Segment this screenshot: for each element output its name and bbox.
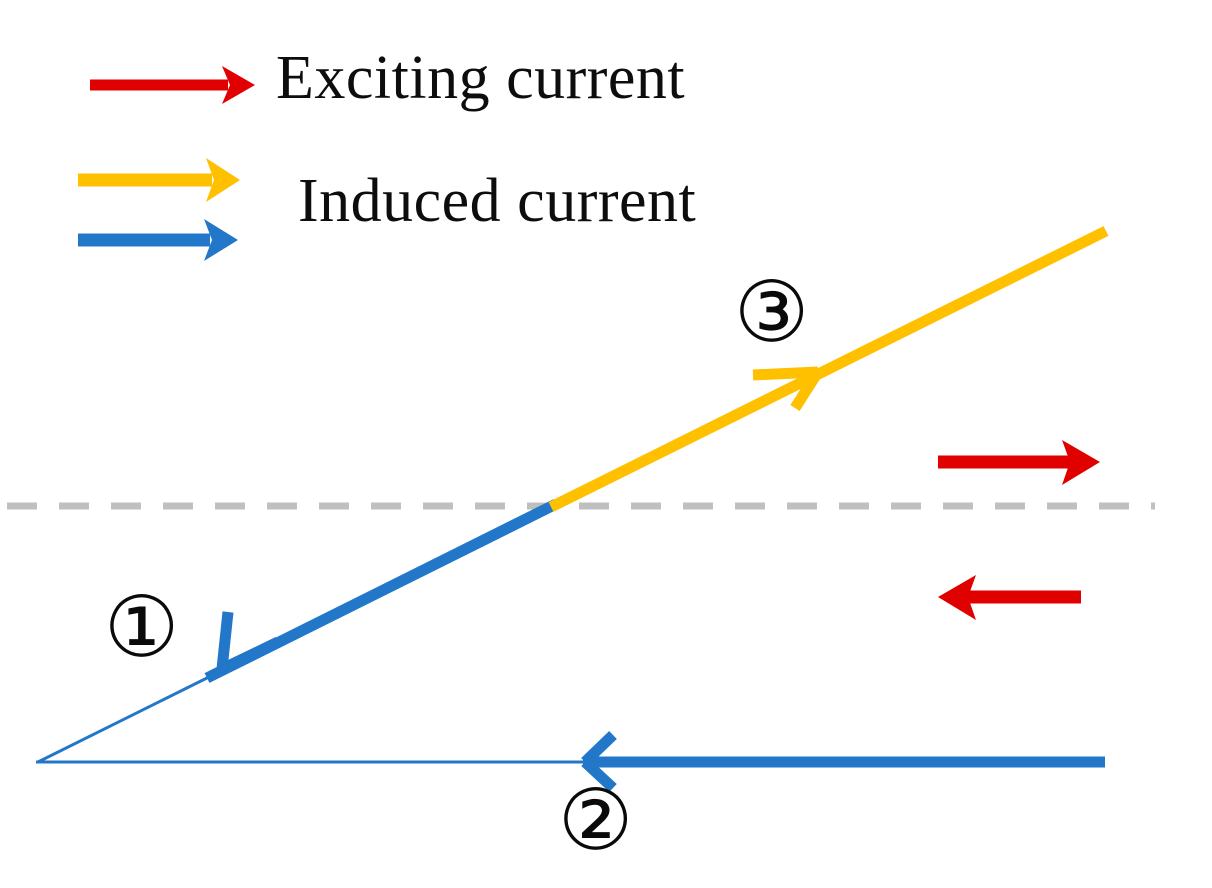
- exciting-arrow-lower-left: [938, 575, 1081, 620]
- legend-arrow-induced-yellow-head: [206, 158, 240, 202]
- circled-number-2: ②: [558, 771, 634, 869]
- horizontal-blue-arrowhead: [581, 731, 617, 793]
- exciting-arrow-upper-right: [938, 440, 1100, 485]
- diagonal-yellow-segment: [548, 226, 1109, 512]
- circled-number-1: ①: [104, 578, 180, 676]
- circled-number-3: ③: [734, 263, 810, 361]
- diagonal-yellow-arrowhead: [752, 366, 823, 411]
- legend-arrow-induced-blue-head: [204, 219, 238, 261]
- legend-arrow-exciting-head: [222, 66, 255, 104]
- exciting-arrow-lower-left-head: [938, 575, 976, 620]
- legend-label-exciting: Exciting current: [276, 44, 686, 112]
- exciting-arrow-upper-right-head: [1062, 440, 1100, 485]
- legend-arrow-induced-yellow: [78, 158, 240, 202]
- legend-arrow-exciting: [90, 66, 255, 104]
- legend-arrow-induced-blue: [78, 219, 238, 261]
- diagonal-thin-blue-tail: [37, 672, 216, 764]
- diagonal-blue-arrowhead: [216, 611, 281, 674]
- legend-label-induced: Induced current: [298, 167, 697, 235]
